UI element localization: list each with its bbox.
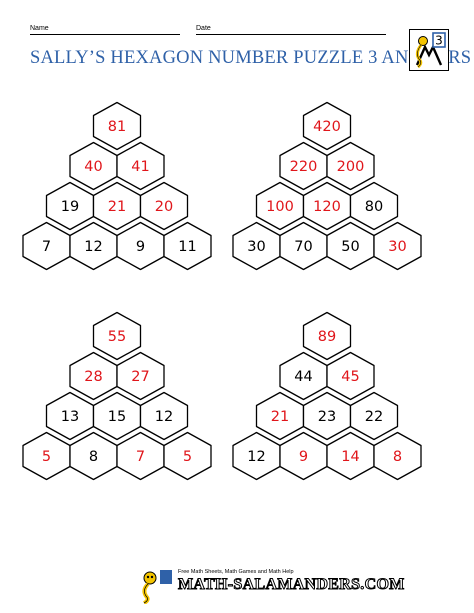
hexagon-cell bbox=[326, 141, 375, 191]
name-line bbox=[30, 34, 180, 35]
answer-number: 5 bbox=[42, 449, 51, 465]
answer-number: 9 bbox=[299, 449, 308, 465]
answer-number: 27 bbox=[131, 369, 149, 385]
footer-brand: MATH-SALAMANDERS.COM bbox=[178, 576, 405, 594]
hexagon-cell bbox=[139, 391, 189, 441]
given-number: 8 bbox=[89, 449, 98, 465]
hexagon-cell bbox=[373, 431, 422, 481]
answer-number: 5 bbox=[183, 449, 192, 465]
answer-number: 21 bbox=[271, 409, 289, 425]
answer-number: 40 bbox=[84, 159, 102, 175]
answer-number: 89 bbox=[318, 329, 336, 345]
hexagon-cell bbox=[302, 101, 352, 151]
date-line bbox=[196, 34, 386, 35]
given-number: 12 bbox=[84, 239, 102, 255]
footer-tagline: Free Math Sheets, Math Games and Math He… bbox=[178, 569, 294, 575]
given-number: 44 bbox=[294, 369, 312, 385]
hexagon-puzzle-3: 55 28 27 13 15 12 5 8 7 5 bbox=[22, 311, 212, 481]
hexagon-cell bbox=[92, 101, 142, 151]
given-number: 13 bbox=[61, 409, 79, 425]
answer-number: 100 bbox=[266, 199, 294, 215]
given-number: 30 bbox=[247, 239, 265, 255]
given-number: 19 bbox=[61, 199, 79, 215]
hexagon-cell bbox=[326, 351, 375, 401]
answer-number: 41 bbox=[131, 159, 149, 175]
footer: Free Math Sheets, Math Games and Math He… bbox=[138, 568, 405, 604]
answer-number: 420 bbox=[313, 119, 341, 135]
hexagon-cell bbox=[349, 181, 399, 231]
hexagon-cell bbox=[349, 391, 399, 441]
hexagon-cell bbox=[302, 311, 352, 361]
hexagon-cell bbox=[163, 431, 212, 481]
hexagon-cell bbox=[163, 221, 212, 271]
hexagon-puzzle-1: 81 40 41 19 21 20 7 12 9 11 bbox=[22, 101, 212, 271]
given-number: 7 bbox=[42, 239, 51, 255]
salamander-logo-icon: 3 bbox=[409, 29, 449, 71]
answer-number: 81 bbox=[108, 119, 126, 135]
date-label: Date bbox=[196, 25, 211, 32]
name-label: Name bbox=[30, 25, 49, 32]
grade-badge: 3 bbox=[435, 34, 443, 48]
given-number: 70 bbox=[294, 239, 312, 255]
given-number: 22 bbox=[365, 409, 383, 425]
given-number: 80 bbox=[365, 199, 383, 215]
hexagon-cell bbox=[116, 141, 165, 191]
hexagon-cell bbox=[92, 311, 142, 361]
hexagon-puzzle-4: 89 44 45 21 23 22 12 9 14 8 bbox=[232, 311, 422, 481]
answer-number: 120 bbox=[313, 199, 341, 215]
given-number: 12 bbox=[155, 409, 173, 425]
answer-number: 55 bbox=[108, 329, 126, 345]
hexagon-cell bbox=[116, 351, 165, 401]
answer-number: 8 bbox=[393, 449, 402, 465]
hexagon-cell bbox=[373, 221, 422, 271]
hexagon-puzzle-2: 420 220 200 100 120 80 30 70 50 30 bbox=[232, 101, 422, 271]
answer-number: 45 bbox=[341, 369, 359, 385]
given-number: 9 bbox=[136, 239, 145, 255]
salamander-footer-icon bbox=[142, 570, 172, 604]
answer-number: 20 bbox=[155, 199, 173, 215]
given-number: 23 bbox=[318, 409, 336, 425]
answer-number: 14 bbox=[341, 449, 359, 465]
given-number: 12 bbox=[247, 449, 265, 465]
page-title: SALLY’S HEXAGON NUMBER PUZZLE 3 ANSWERS bbox=[30, 48, 472, 68]
answer-number: 200 bbox=[337, 159, 365, 175]
answer-number: 7 bbox=[136, 449, 145, 465]
given-number: 50 bbox=[341, 239, 359, 255]
answer-number: 30 bbox=[388, 239, 406, 255]
given-number: 11 bbox=[178, 239, 196, 255]
answer-number: 28 bbox=[84, 369, 102, 385]
answer-number: 21 bbox=[108, 199, 126, 215]
answer-number: 220 bbox=[290, 159, 318, 175]
hexagon-cell bbox=[139, 181, 189, 231]
given-number: 15 bbox=[108, 409, 126, 425]
